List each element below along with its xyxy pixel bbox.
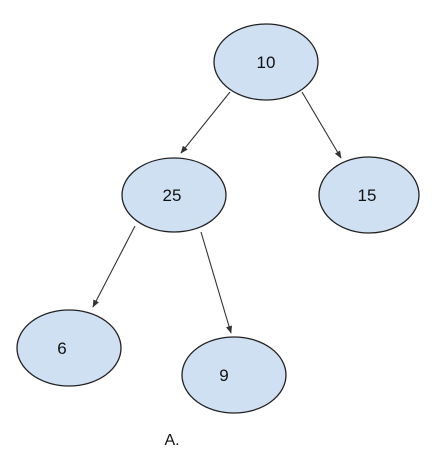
node-ellipse <box>181 336 287 414</box>
node-label: 15 <box>358 186 377 205</box>
tree-node-9: 9 <box>181 336 287 414</box>
node-label: 9 <box>219 366 228 385</box>
node-ellipse <box>213 23 319 101</box>
tree-node-6: 6 <box>16 309 122 387</box>
node-label: 25 <box>163 186 182 205</box>
node-ellipse <box>121 157 227 233</box>
node-label: 10 <box>257 53 276 72</box>
tree-node-10: 10 <box>213 23 319 101</box>
node-ellipse <box>16 309 122 387</box>
edge-25-to-6 <box>92 225 136 308</box>
tree-node-15: 15 <box>318 156 420 234</box>
edge-10-to-15 <box>301 91 342 159</box>
figure-caption: A. <box>164 432 179 449</box>
edges-group <box>92 91 342 334</box>
node-label: 6 <box>57 339 66 358</box>
tree-node-25: 25 <box>121 157 227 233</box>
edge-25-to-9 <box>200 231 232 334</box>
edge-10-to-25 <box>180 91 231 154</box>
node-ellipse <box>318 156 420 234</box>
